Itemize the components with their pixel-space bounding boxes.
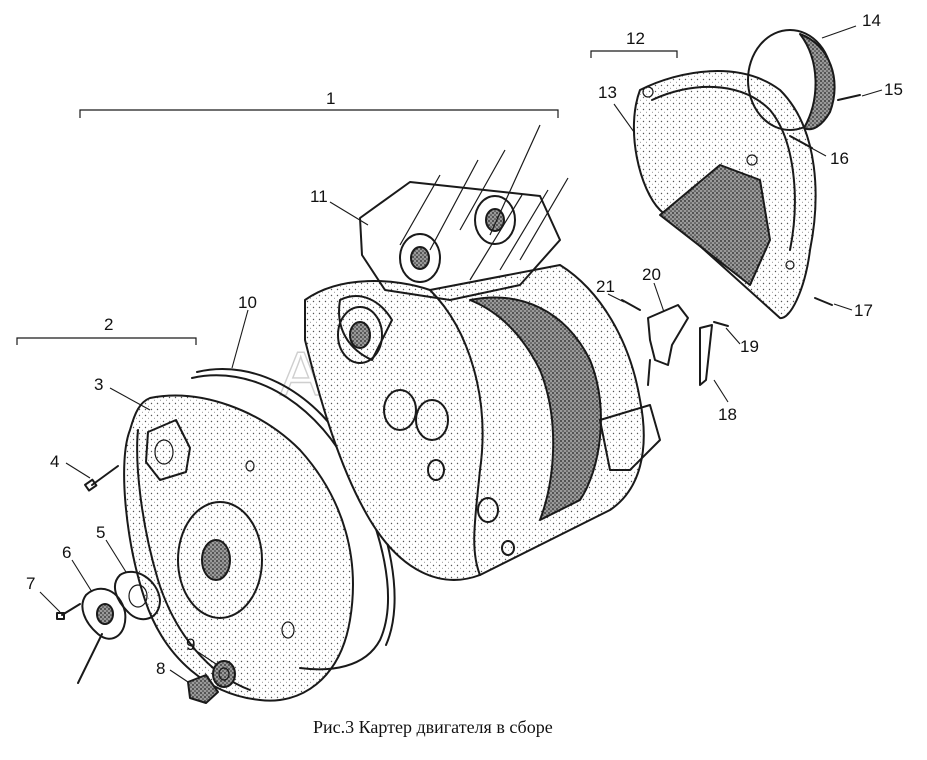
- group-bracket-1: [79, 109, 559, 118]
- callout-21: 21: [596, 277, 615, 296]
- callout-4: 4: [50, 452, 59, 471]
- callout-2: 2: [104, 315, 113, 334]
- callout-7: 7: [26, 574, 35, 593]
- lever-part-18: [699, 324, 713, 386]
- callout-13: 13: [598, 83, 617, 102]
- bearing-part-9: [212, 660, 236, 688]
- screw-part-15: [837, 94, 861, 101]
- pin-part-19: [713, 321, 729, 327]
- callout-11: 11: [310, 187, 328, 206]
- callout-6: 6: [62, 543, 71, 562]
- callout-10: 10: [238, 293, 257, 312]
- bracket-part-20: [647, 304, 689, 386]
- callout-8: 8: [156, 659, 165, 678]
- front-cover-part-3: [123, 394, 354, 702]
- screw-part-17: [814, 297, 833, 306]
- seal-flange-part-6: [77, 587, 127, 684]
- callout-1: 1: [326, 89, 335, 108]
- callout-16: 16: [830, 149, 849, 168]
- callout-15: 15: [884, 80, 903, 99]
- screw-part-7: [56, 603, 81, 620]
- callout-9: 9: [186, 635, 195, 654]
- callout-3: 3: [94, 375, 103, 394]
- group-bracket-12: [590, 50, 678, 58]
- callout-12: 12: [626, 29, 645, 48]
- bolt-part-4: [84, 465, 119, 492]
- callout-14: 14: [862, 11, 881, 30]
- leader-lines: [39, 25, 883, 683]
- rear-cover-part-13: [632, 70, 817, 319]
- callout-19: 19: [740, 337, 759, 356]
- callout-18: 18: [718, 405, 737, 424]
- group-bracket-2: [16, 337, 197, 345]
- callout-5: 5: [96, 523, 105, 542]
- callout-20: 20: [642, 265, 661, 284]
- dome-cap-part-14: [747, 29, 836, 131]
- callout-17: 17: [854, 301, 873, 320]
- crankcase-part-1: [304, 124, 661, 581]
- nut-part-8: [187, 674, 219, 704]
- screw-part-21: [621, 299, 641, 311]
- gasket-ring-part-5: [113, 570, 161, 621]
- callout-labels: 1 2 3 4 5 6 7 8 9 10 11 12 13 14 15 16 1…: [26, 11, 903, 678]
- figure-caption: Рис.3 Картер двигателя в сборе: [313, 717, 553, 737]
